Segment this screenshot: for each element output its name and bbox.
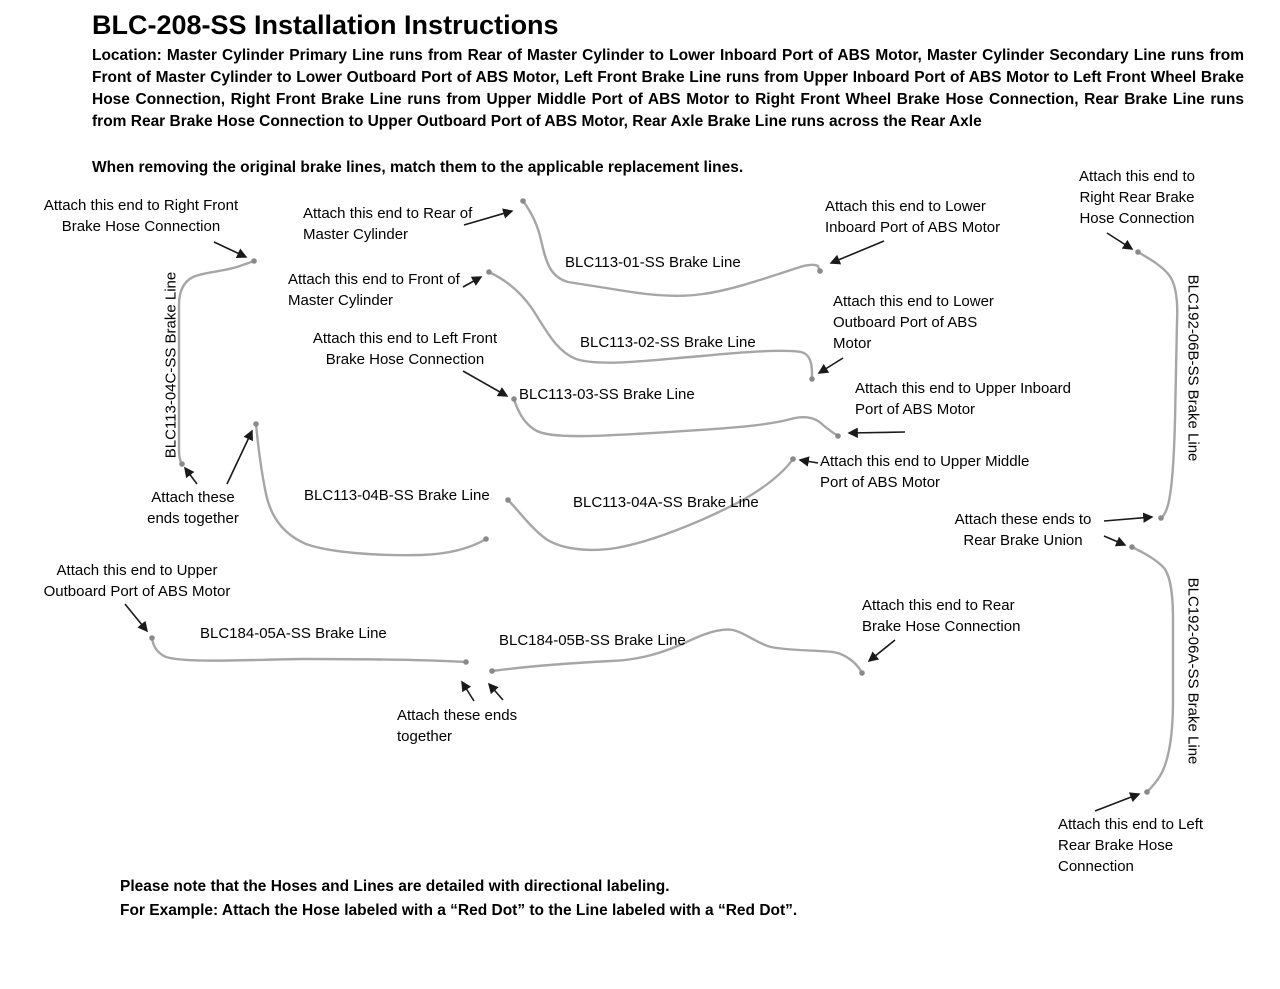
brake-lines bbox=[150, 199, 1179, 794]
callout-upper-inboard-port: Attach this end to Upper Inboard Port of… bbox=[855, 380, 1071, 418]
line-fitting bbox=[486, 269, 492, 275]
brake-line-blc192-06b bbox=[1136, 250, 1179, 520]
callout-rear-master-cylinder: Attach this end to Rear of Master Cylind… bbox=[303, 205, 473, 243]
callout-arrow bbox=[1103, 512, 1154, 523]
callout-arrow bbox=[462, 276, 483, 288]
callout-rear-brake-union: Attach these ends to Rear Brake Union bbox=[954, 511, 1092, 549]
callout-left-rear-hose: Attach this end to Left Rear Brake Hose … bbox=[1058, 816, 1204, 875]
line-label-blc113-04a: BLC113-04A-SS Brake Line bbox=[573, 494, 759, 511]
line-fitting bbox=[251, 258, 257, 264]
line-fitting bbox=[179, 461, 185, 467]
footer-note-example: For Example: Attach the Hose labeled wit… bbox=[120, 902, 798, 919]
location-description: Location: Master Cylinder Primary Line r… bbox=[92, 47, 1244, 130]
line-fitting bbox=[463, 659, 469, 665]
callout-arrow bbox=[1106, 232, 1134, 250]
callout-arrow bbox=[462, 370, 509, 397]
line-label-blc192-06a: BLC192-06A-SS Brake Line bbox=[1184, 577, 1202, 765]
line-fitting bbox=[1129, 544, 1135, 550]
callout-arrow bbox=[847, 427, 906, 439]
line-fitting bbox=[149, 635, 155, 641]
line-fitting bbox=[520, 198, 526, 204]
line-fitting bbox=[483, 536, 489, 542]
line-fittings bbox=[149, 198, 1164, 795]
line-label-blc113-01: BLC113-01-SS Brake Line bbox=[565, 254, 741, 271]
callout-ends-together-left: Attach these ends together bbox=[147, 489, 239, 527]
brake-line-blc113-02 bbox=[487, 270, 814, 382]
brake-line-blc192-06a bbox=[1130, 545, 1175, 794]
callout-arrows bbox=[124, 208, 1154, 812]
removal-note: When removing the original brake lines, … bbox=[92, 159, 744, 176]
callout-arrow bbox=[461, 680, 475, 702]
callout-right-rear-hose: Attach this end to Right Rear Brake Hose… bbox=[1079, 168, 1195, 227]
callout-ends-together-bottom: Attach these ends together bbox=[397, 707, 518, 745]
line-fitting bbox=[505, 497, 511, 503]
callout-lower-inboard-port: Attach this end to Lower Inboard Port of… bbox=[825, 198, 1001, 236]
line-fitting bbox=[790, 456, 796, 462]
brake-line-blc113-04c bbox=[177, 259, 256, 466]
callout-lower-outboard-port: Attach this end to Lower Outboard Port o… bbox=[833, 293, 994, 352]
callout-upper-middle-port: Attach this end to Upper Middle Port of … bbox=[820, 453, 1030, 491]
brake-line-blc113-01 bbox=[521, 199, 822, 297]
callout-arrow bbox=[798, 456, 819, 467]
brake-line-blc113-04a bbox=[506, 457, 795, 552]
footer-note-directional-labeling: Please note that the Hoses and Lines are… bbox=[120, 878, 670, 895]
callout-arrow bbox=[1103, 535, 1127, 547]
callout-arrow bbox=[1094, 792, 1141, 812]
line-fitting bbox=[1135, 249, 1141, 255]
line-fitting bbox=[835, 433, 841, 439]
callout-arrow bbox=[213, 241, 248, 258]
brake-line-blc184-05a bbox=[150, 636, 468, 664]
line-fitting bbox=[809, 376, 815, 382]
line-fitting bbox=[1158, 515, 1164, 521]
callout-arrow bbox=[124, 603, 148, 633]
line-fitting bbox=[1144, 789, 1150, 795]
line-label-blc192-06b: BLC192-06B-SS Brake Line bbox=[1184, 274, 1202, 462]
line-label-blc113-04c: BLC113-04C-SS Brake Line bbox=[162, 271, 180, 459]
line-label-blc184-05b: BLC184-05B-SS Brake Line bbox=[499, 632, 686, 649]
callout-arrow bbox=[817, 357, 844, 374]
callout-arrow bbox=[867, 639, 896, 662]
line-fitting bbox=[489, 668, 495, 674]
callout-arrow bbox=[829, 240, 885, 265]
callout-rear-hose: Attach this end to Rear Brake Hose Conne… bbox=[862, 597, 1021, 635]
line-label-blc113-02: BLC113-02-SS Brake Line bbox=[580, 334, 756, 351]
line-label-blc113-04b: BLC113-04B-SS Brake Line bbox=[304, 487, 490, 504]
page-title: BLC-208-SS Installation Instructions bbox=[92, 10, 559, 40]
callout-arrow bbox=[463, 208, 514, 226]
line-fitting bbox=[859, 670, 865, 676]
line-fitting bbox=[253, 421, 259, 427]
callout-arrow bbox=[226, 429, 253, 485]
line-label-blc113-03: BLC113-03-SS Brake Line bbox=[519, 386, 695, 403]
line-label-blc184-05a: BLC184-05A-SS Brake Line bbox=[200, 625, 387, 642]
callout-right-front-hose: Attach this end to Right Front Brake Hos… bbox=[43, 197, 239, 235]
brake-line-blc184-05b bbox=[490, 628, 864, 676]
callout-upper-outboard-port: Attach this end to Upper Outboard Port o… bbox=[43, 562, 231, 600]
line-fitting bbox=[817, 268, 823, 274]
callout-left-front-hose: Attach this end to Left Front Brake Hose… bbox=[312, 330, 498, 368]
line-fitting bbox=[511, 396, 517, 402]
brake-line-blc113-04b bbox=[254, 422, 488, 557]
brake-line-blc113-03 bbox=[512, 397, 841, 438]
callout-front-master-cylinder: Attach this end to Front of Master Cylin… bbox=[288, 271, 460, 309]
callout-arrow bbox=[487, 682, 504, 701]
callout-arrow bbox=[184, 466, 198, 485]
